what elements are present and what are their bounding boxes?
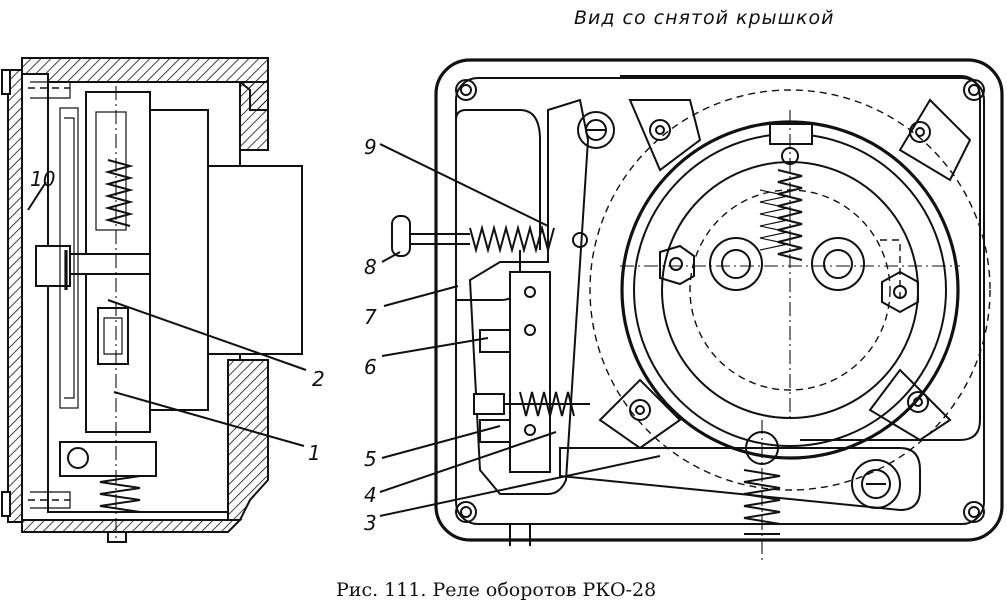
housing-base (21, 519, 243, 533)
callout-labels: 10 2 1 9 8 7 6 5 4 3 (30, 135, 377, 535)
view-title: Вид со снятой крышкой (574, 7, 834, 29)
callout-4: 4 (364, 483, 377, 507)
callout-2: 2 (312, 367, 325, 391)
lever-3 (559, 447, 921, 512)
callout-7: 7 (364, 305, 377, 329)
base-plate (434, 58, 1004, 542)
callout-6: 6 (364, 355, 377, 379)
leader-lines (27, 143, 661, 517)
callout-5: 5 (364, 447, 377, 471)
spring-upper (104, 159, 134, 227)
section-view (1, 57, 303, 543)
front-view (391, 58, 1004, 560)
callout-9: 9 (364, 135, 377, 159)
rotor-housing-outer (589, 89, 991, 491)
lever-7 (468, 98, 590, 495)
figure-caption: Рис. 111. Реле оборотов РКО-28 (336, 579, 656, 601)
callout-3: 3 (364, 511, 377, 535)
callout-8: 8 (364, 255, 377, 279)
callout-10: 10 (30, 167, 55, 191)
spring-4 (519, 391, 575, 417)
callout-1: 1 (308, 441, 321, 465)
spring-9 (469, 224, 555, 254)
stator-block (207, 165, 303, 355)
cover-10 (7, 69, 23, 523)
housing-wall-right (239, 81, 269, 151)
housing-wall-lower (227, 359, 269, 521)
